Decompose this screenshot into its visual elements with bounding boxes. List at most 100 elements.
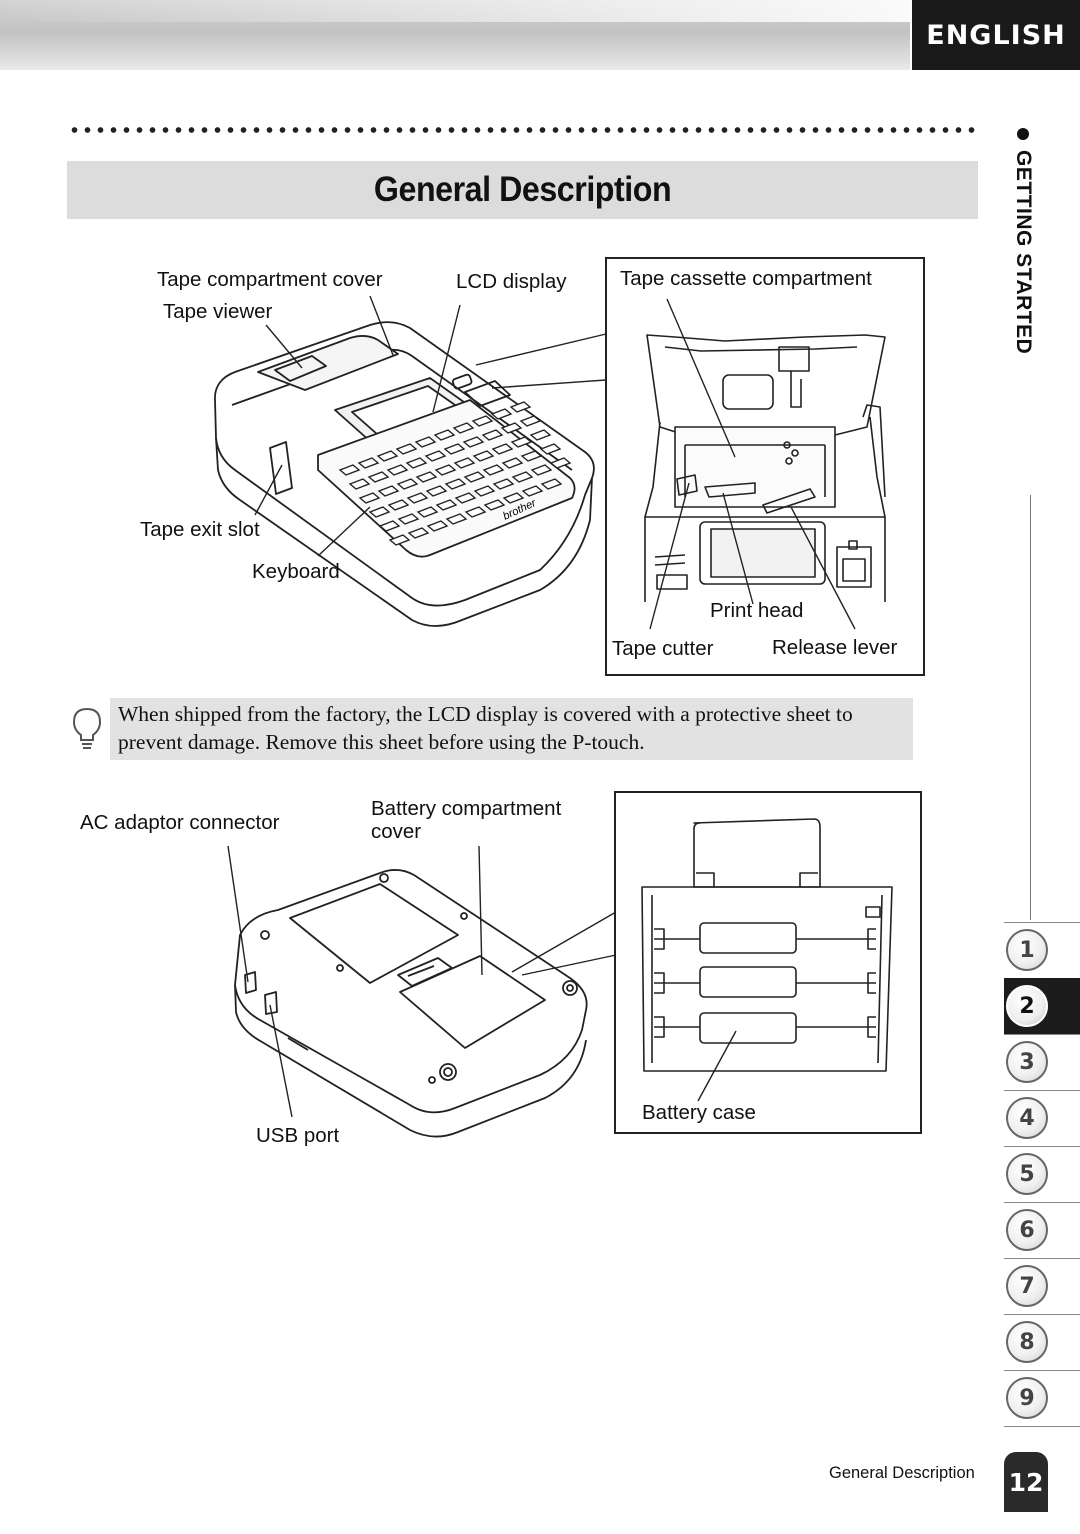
keyboard-key [377,485,400,497]
chapter-tab-6[interactable]: 6 [1004,1202,1080,1258]
label-print-head: Print head [710,599,804,622]
label-tape-cutter: Tape cutter [612,637,714,660]
keyboard-key [519,415,542,427]
chapter-tab-7[interactable]: 7 [1004,1258,1080,1314]
page-number-tab: 12 [1004,1452,1048,1512]
keyboard-key [358,492,381,504]
keyboard-key [540,478,563,490]
keyboard-key [386,464,409,476]
keyboard-key [453,457,476,469]
page-title: General Description [373,170,672,209]
chapter-tab-8[interactable]: 8 [1004,1314,1080,1370]
keyboard-key [415,471,438,483]
keyboard-key [445,513,468,525]
chapter-tab-3[interactable]: 3 [1004,1034,1080,1090]
printer-underside-illustration [227,845,617,1138]
keyboard-key [416,506,439,518]
printer-illustration: brother [214,295,607,627]
note-line-2: prevent damage. Remove this sheet before… [118,730,645,754]
footer-section-name: General Description [829,1464,975,1482]
header-band [0,0,910,70]
keyboard-key [397,513,420,525]
keyboard-key [338,464,361,476]
keyboard-key [510,436,533,448]
keyboard-key [483,499,506,511]
label-keyboard: Keyboard [252,560,340,583]
keyboard-key [426,520,449,532]
keyboard-key [463,471,486,483]
keyboard-key [388,534,411,546]
page-number: 12 [1008,1467,1044,1497]
keyboard-key [378,520,401,532]
keyboard-key [549,457,572,469]
keyboard-key [509,401,532,413]
keyboard-key [452,422,475,434]
chapter-number: 9 [1006,1377,1048,1419]
label-usb-port: USB port [256,1124,340,1147]
keyboard-key [501,457,524,469]
note-line-1: When shipped from the factory, the LCD d… [118,702,853,726]
chapter-number: 5 [1006,1153,1048,1195]
label-battery-compartment-cover-1: Battery compartment [371,797,562,820]
chapter-number: 1 [1006,929,1048,971]
language-tab[interactable]: ENGLISH [912,0,1080,70]
keyboard-key [521,485,544,497]
keyboard-key [443,443,466,455]
label-release-lever: Release lever [772,636,898,659]
keyboard-key [492,478,515,490]
keyboard-key [376,450,399,462]
sidebar-divider [1030,495,1031,920]
chapter-tab-5[interactable]: 5 [1004,1146,1080,1202]
keyboard-key [424,450,447,462]
keyboard-key [395,443,418,455]
keyboard-key [434,464,457,476]
battery-case-illustration [641,818,893,1102]
chapter-tab-4[interactable]: 4 [1004,1090,1080,1146]
keyboard-key [387,499,410,511]
keyboard-key [511,471,534,483]
section-bullet [1017,128,1029,140]
label-ac-adaptor-connector: AC adaptor connector [80,811,280,834]
keyboard-key [433,429,456,441]
title-bar: General Description [67,161,978,219]
chapter-number: 4 [1006,1097,1048,1139]
keyboard-key [396,478,419,490]
keyboard-key [464,506,487,518]
label-tape-viewer: Tape viewer [163,300,273,323]
keyboard-key [462,436,485,448]
keyboard-key [482,464,505,476]
keyboard-key [520,450,543,462]
chapter-tab-1[interactable]: 1 [1004,922,1080,978]
keyboard-key [414,436,437,448]
keyboard-key [444,478,467,490]
keyboard-key [491,443,514,455]
keyboard-key [481,429,504,441]
keyboard-key [529,429,552,441]
label-lcd-display: LCD display [456,270,567,293]
keyboard-key [435,499,458,511]
keyboard-key [539,443,562,455]
keyboard-key [357,457,380,469]
keyboard-key [502,492,525,504]
keyboard-key [348,478,371,490]
label-tape-exit-slot: Tape exit slot [140,518,260,541]
label-battery-case: Battery case [642,1101,756,1124]
chapter-number: 7 [1006,1265,1048,1307]
label-tape-cassette-compartment: Tape cassette compartment [620,267,872,290]
language-tab-label: ENGLISH [926,19,1066,51]
lightbulb-icon [72,707,102,749]
section-label: GETTING STARTED [1012,150,1035,355]
dotted-rule [68,126,978,134]
chapter-tab-9[interactable]: 9 [1004,1370,1080,1427]
tape-cassette-illustration [644,298,886,630]
chapter-number: 3 [1006,1041,1048,1083]
keyboard-key [472,450,495,462]
keyboard-key [407,527,430,539]
keyboard-key [406,492,429,504]
keyboard-key [471,415,494,427]
chapter-tab-2[interactable]: 2 [1004,978,1080,1034]
keyboard-key [367,471,390,483]
keyboard-key [454,492,477,504]
keyboard-key [530,464,553,476]
label-tape-compartment-cover: Tape compartment cover [157,268,383,291]
